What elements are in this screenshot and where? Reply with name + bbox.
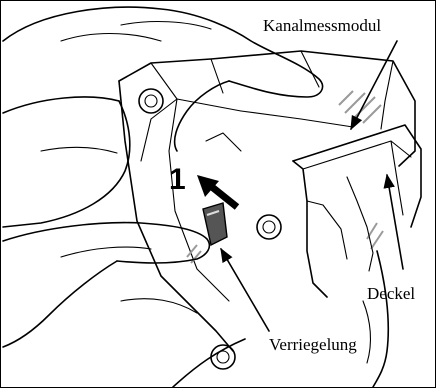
cover-callout-arrow-icon bbox=[387, 175, 403, 269]
push-direction-arrow-icon bbox=[197, 175, 237, 207]
upper-hand bbox=[3, 7, 323, 227]
module-label: Kanalmessmodul bbox=[263, 16, 381, 35]
step-number: 1 bbox=[169, 163, 186, 196]
lock-label: Verriegelung bbox=[269, 335, 357, 354]
cover-label: Deckel bbox=[367, 284, 415, 303]
module-callout-arrow-icon bbox=[351, 41, 397, 129]
module-housing bbox=[119, 51, 415, 351]
lock-callout-arrow-icon bbox=[221, 249, 269, 331]
cover-panel bbox=[293, 125, 421, 297]
